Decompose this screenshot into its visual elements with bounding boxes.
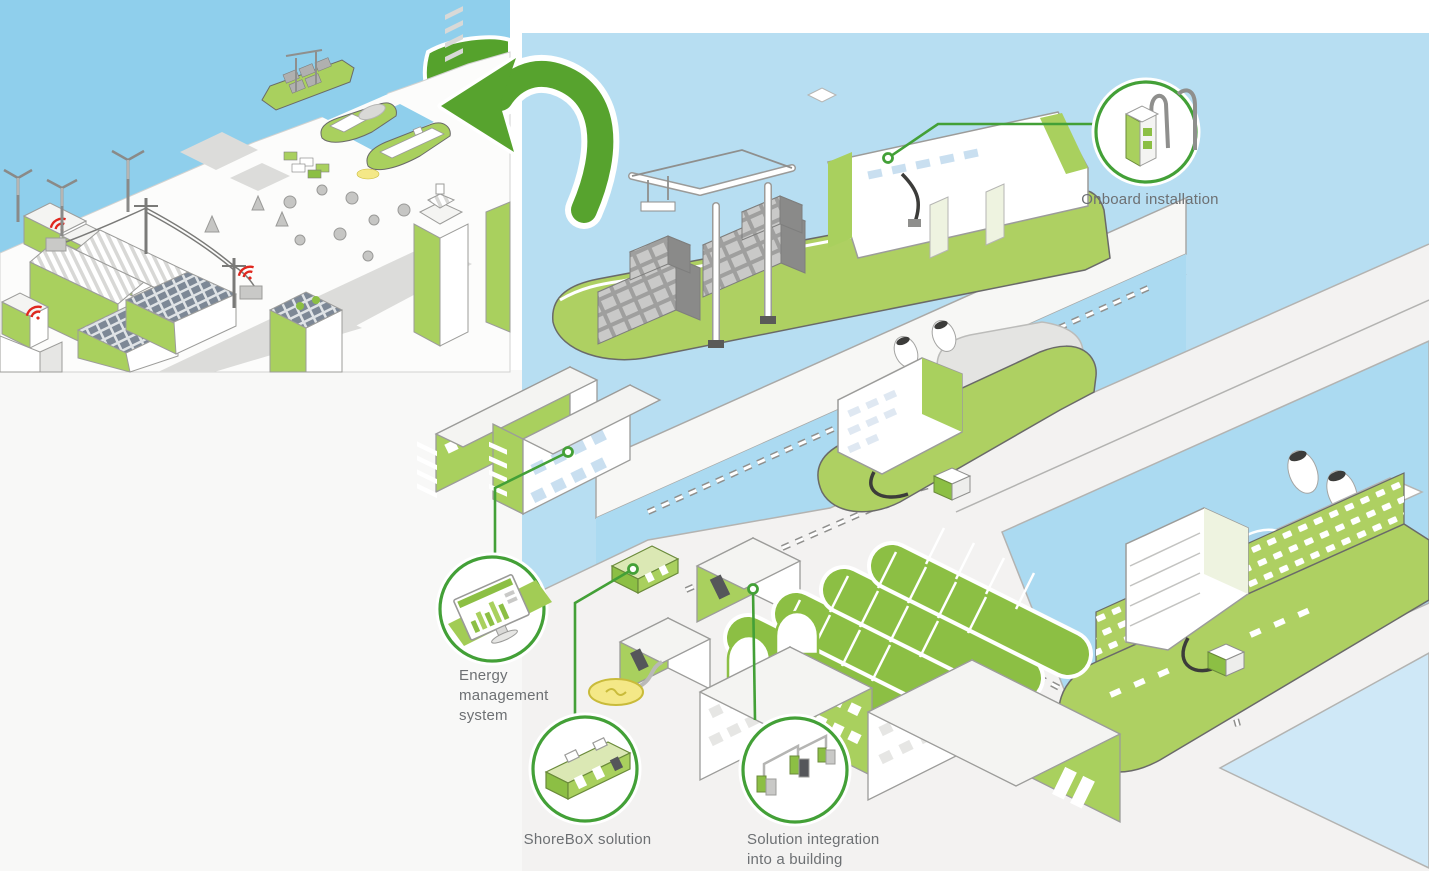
ferry-funnels [893,320,957,368]
quay-crane [628,149,796,348]
inset-power-line [65,198,259,308]
inset-pad-1 [180,132,258,170]
ferry [817,320,1097,513]
energy-management-label: Energy management system [459,667,549,724]
inset-container-ship [261,49,355,111]
wifi-icon [237,265,254,280]
port-office-building [434,365,662,516]
energy-marker-dot [562,446,574,458]
inset-cruise-ship [366,122,451,171]
wind-turbines [3,149,145,236]
main-harbour-panel [434,33,1429,871]
inset-solar-building-2 [124,271,238,355]
container-stacks [596,195,807,345]
wifi-icon [25,305,42,320]
inset-small-building [0,335,63,373]
inset-garden-building [268,291,344,373]
zoom-out-arrow-icon [437,54,620,229]
onboard-marker-dot [882,152,894,164]
solution-marker-dot [747,583,759,595]
callout-marker-dots [562,152,894,595]
inset-container-yard [283,151,380,180]
inset-pad-2 [230,163,290,191]
inset-landmark-tower [413,6,469,499]
yellow-cable-pad [588,660,664,706]
inset-slip-2 [338,104,434,150]
shorebox-marker-dot [627,563,639,575]
inset-slip-1 [292,76,388,120]
container-ship [552,87,1111,361]
ship-shore-cable [900,172,920,223]
onboard-installation-callout [1091,77,1201,187]
inset-line-box [239,285,263,300]
mast-top [806,87,838,103]
cruise-hull-portholes [1109,607,1310,698]
ferry-superstructure [837,357,963,475]
callout-leader-lines [493,122,1098,721]
cruise-forward-superstructure [1125,507,1249,651]
shorebox-solution-label: ShoreBoX solution [523,831,652,848]
cruise-shore-connection-box [1206,643,1246,677]
solution-integration-callout [738,713,852,827]
ferry-shore-connection-box [932,467,972,501]
warehouse-building-b [866,658,1122,824]
inset-ferry [320,102,397,143]
inset-substation-left [0,292,50,349]
solution-integration-label: Solution integration into a building [747,831,880,868]
ferry-shore-cable [869,471,909,499]
cable-pit [908,219,921,227]
shorebox-solution-callout [528,712,642,826]
bottom-right-water-inlet [1218,652,1429,869]
inset-trees [204,184,411,262]
city-overview-inset [0,0,512,499]
substation-shed-lower [618,616,712,694]
inset-sawtooth-factory [29,229,189,361]
energy-management-callout [435,552,552,666]
onboard-installation-label: Onboard installation [1081,191,1219,208]
inset-edge-tower [485,201,511,497]
ship-superstructure [827,111,1089,259]
